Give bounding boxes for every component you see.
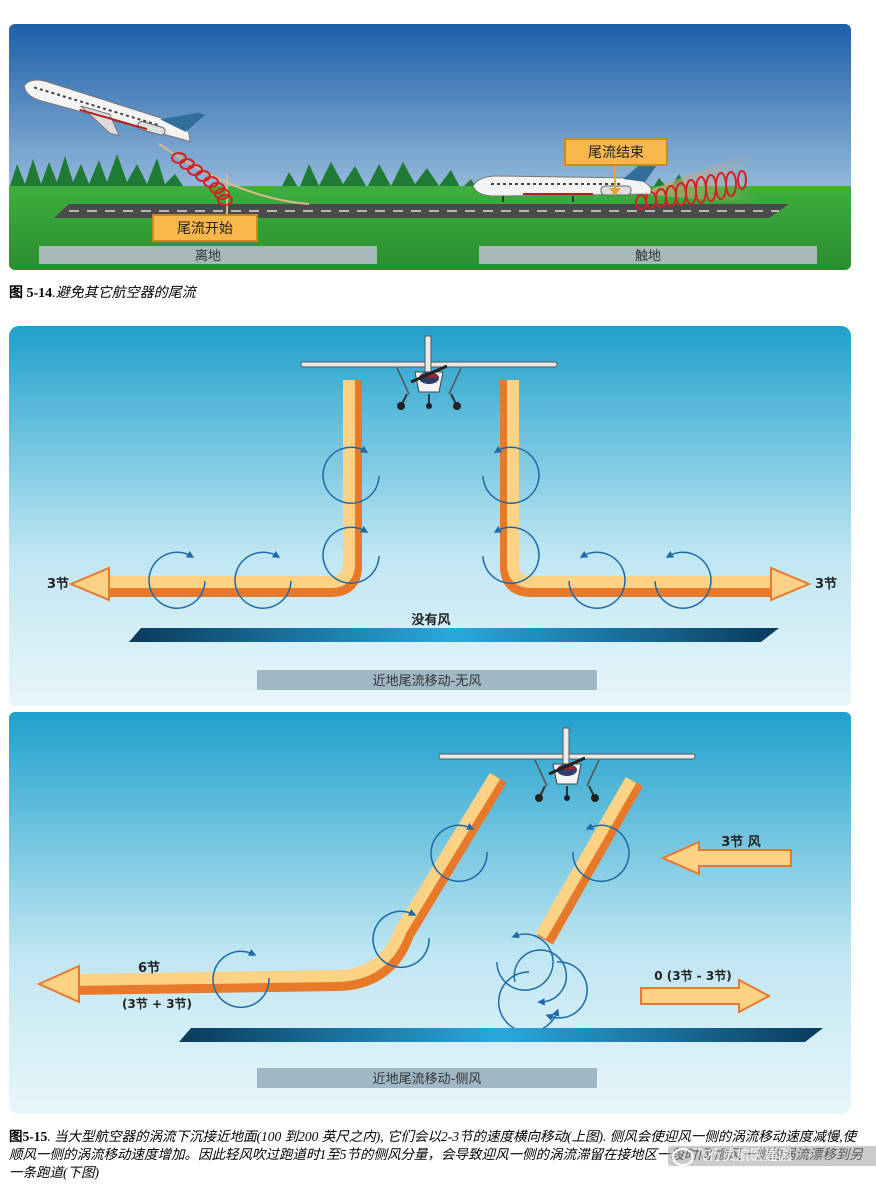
figure-5-15-caption: 图5-15. 当大型航空器的涡流下沉接近地面(100 到200 英尺之内), 它… xyxy=(9,1128,869,1182)
zero-speed-arrow xyxy=(640,978,772,1014)
crosswind-wake-diagram: 6节 (3节 + 3节) 3节 风 0 (3节 - 3节) 近地尾流移动-侧风 xyxy=(9,712,851,1114)
ground-strip-crosswind xyxy=(179,1028,823,1042)
caption2-text: . 当大型航空器的涡流下沉接近地面(100 到200 英尺之内), 它们会以2-… xyxy=(9,1129,863,1180)
downwind-wake-band xyxy=(535,777,643,945)
touchdown-label: 触地 xyxy=(635,249,661,264)
left-speed-label: 6节 xyxy=(138,960,160,976)
no-wind-bar-label: 近地尾流移动-无风 xyxy=(373,674,482,689)
small-aircraft-crosswind xyxy=(438,727,696,802)
right-speed-diff: 0 (3节 - 3节) xyxy=(654,968,732,983)
caption-number: 图 5-14 xyxy=(9,286,53,301)
wechat-icon xyxy=(672,1148,694,1166)
upwind-wake-band xyxy=(36,772,507,1004)
ground-strip xyxy=(129,628,779,642)
wake-avoidance-illustration: 尾流开始 尾流结束 离地 触地 xyxy=(9,24,851,270)
departing-jet xyxy=(23,79,206,143)
watermark-text: 飞行员航医建国 xyxy=(694,1148,792,1164)
no-wind-wake-diagram: 3节 3节 没有风 近地尾流移动-无风 xyxy=(9,326,851,706)
watermark: 飞行员航医建国 xyxy=(668,1146,876,1166)
takeoff-label: 离地 xyxy=(195,248,221,264)
crosswind-vortex-rings xyxy=(212,823,630,1033)
takeoff-wake-spiral xyxy=(171,152,233,206)
figure-5-14-caption: 图 5-14.避免其它航空器的尾流 xyxy=(9,282,196,302)
right-speed-label: 3节 xyxy=(815,576,837,592)
left-speed-sum: (3节 + 3节) xyxy=(122,996,192,1011)
wind-label: 3节 风 xyxy=(721,834,761,850)
wake-start-label: 尾流开始 xyxy=(177,221,233,237)
left-speed-label: 3节 xyxy=(47,576,69,592)
vortex-rings xyxy=(148,445,712,610)
caption-text: .避免其它航空器的尾流 xyxy=(52,286,196,301)
caption2-number: 图5-15 xyxy=(9,1129,48,1144)
wind-arrow xyxy=(660,840,792,876)
wake-end-label: 尾流结束 xyxy=(588,145,644,161)
small-aircraft xyxy=(300,335,558,410)
crosswind-bar-label: 近地尾流移动-侧风 xyxy=(373,1072,482,1087)
no-wind-label: 没有风 xyxy=(411,612,450,628)
landing-wake-spiral xyxy=(635,170,747,210)
